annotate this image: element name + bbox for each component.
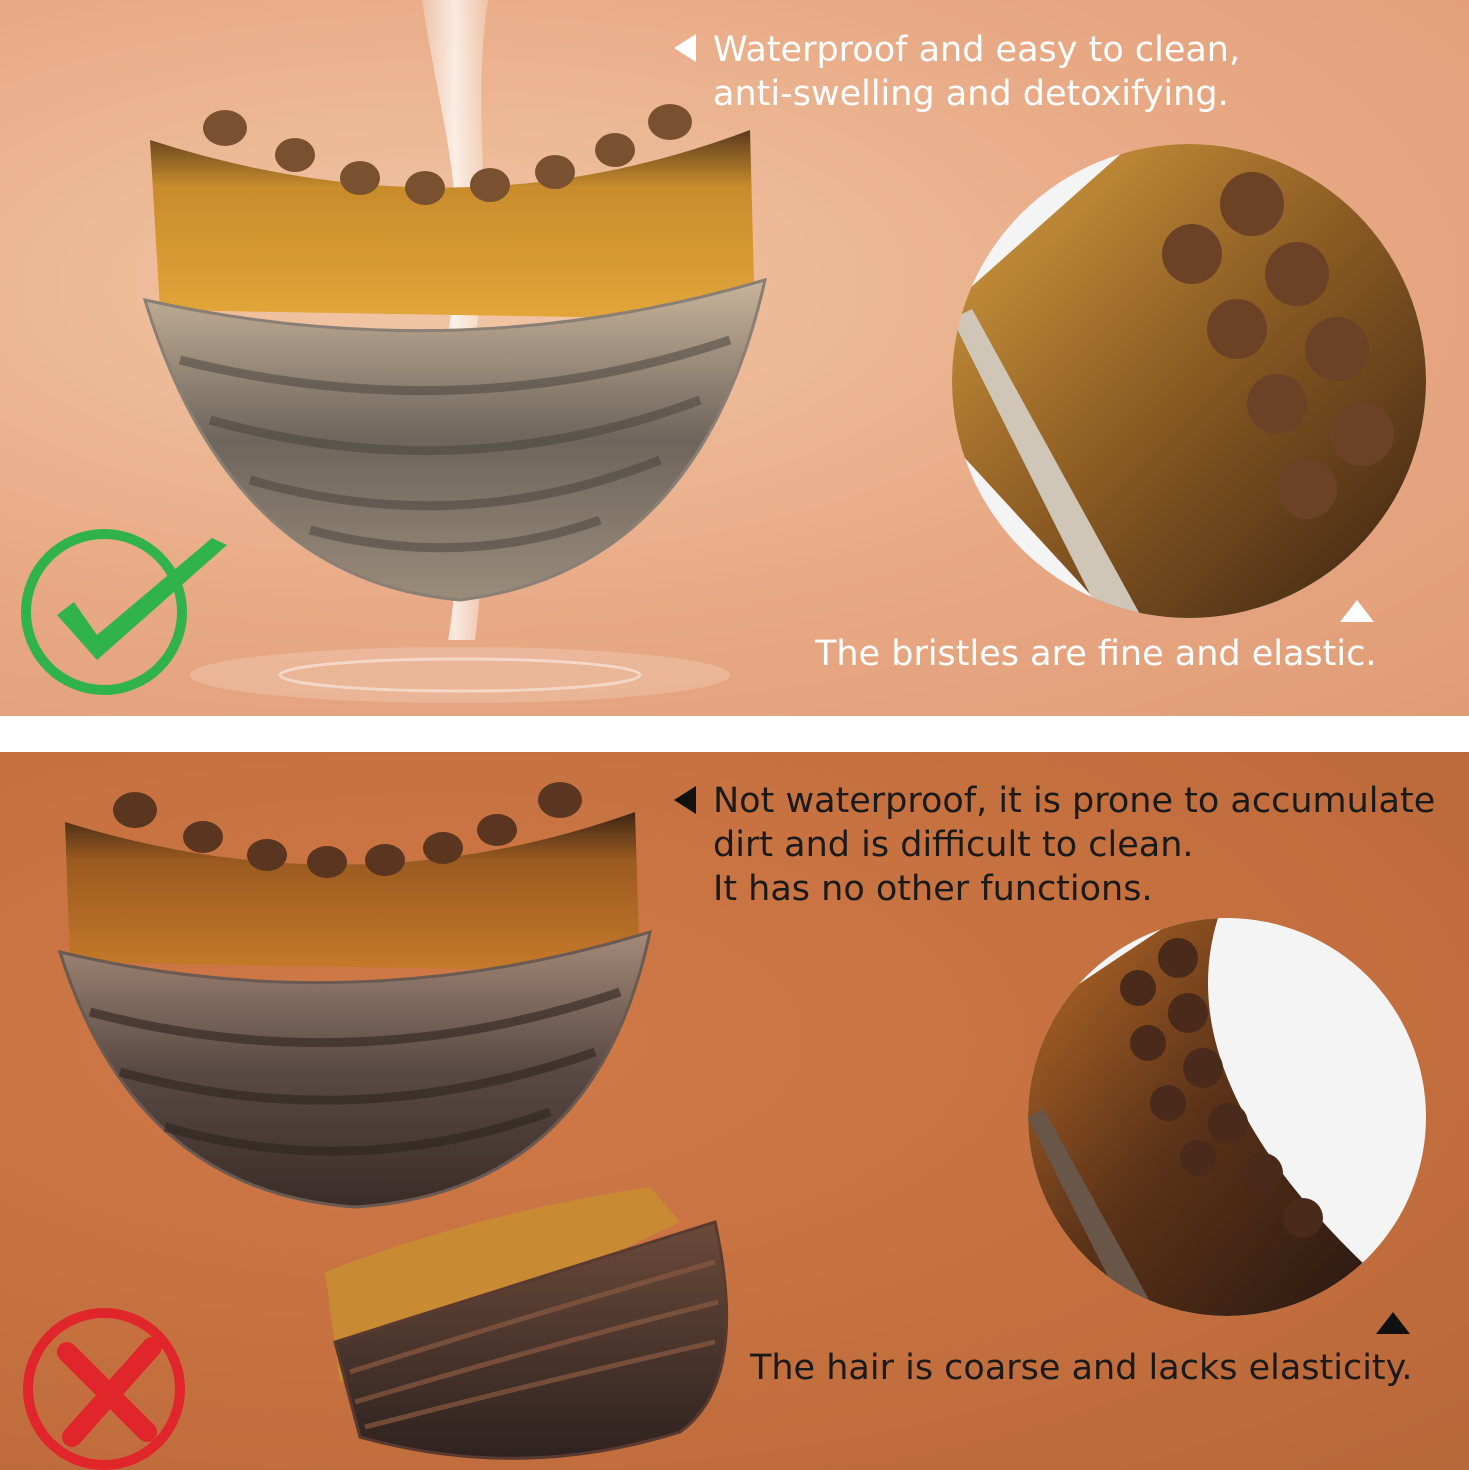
caption-line: dirt and is difficult to clean. <box>713 825 1194 865</box>
bristle-zoom-circle <box>952 144 1426 618</box>
hair-zoom-circle <box>1028 918 1426 1316</box>
cross-mark-icon <box>23 1308 185 1470</box>
caption-hair-coarse: The hair is coarse and lacks elasticity. <box>750 1348 1413 1388</box>
caption-line: Waterproof and easy to clean, <box>713 30 1241 70</box>
water-splash-graphic <box>190 647 730 703</box>
brush-waterproof-graphic <box>142 104 768 602</box>
caption-pointer-icon <box>674 786 696 814</box>
detail-pointer-icon <box>1376 1312 1410 1334</box>
caption-waterproof: Waterproof and easy to clean, anti-swell… <box>713 28 1240 116</box>
check-mark-icon <box>21 529 227 695</box>
comparison-panel-bad: Not waterproof, it is prone to accumulat… <box>0 752 1469 1470</box>
brush-ordinary-side-graphic <box>325 1187 729 1460</box>
caption-line: Not waterproof, it is prone to accumulat… <box>713 781 1436 821</box>
caption-line: anti-swelling and detoxifying. <box>713 74 1229 114</box>
caption-bristles-fine: The bristles are fine and elastic. <box>815 634 1377 674</box>
caption-not-waterproof: Not waterproof, it is prone to accumulat… <box>713 779 1435 911</box>
caption-pointer-icon <box>674 34 696 62</box>
detail-pointer-icon <box>1340 600 1374 622</box>
caption-line: It has no other functions. <box>713 869 1153 909</box>
brush-ordinary-graphic <box>57 782 652 1209</box>
comparison-panel-good: Waterproof and easy to clean, anti-swell… <box>0 0 1469 716</box>
